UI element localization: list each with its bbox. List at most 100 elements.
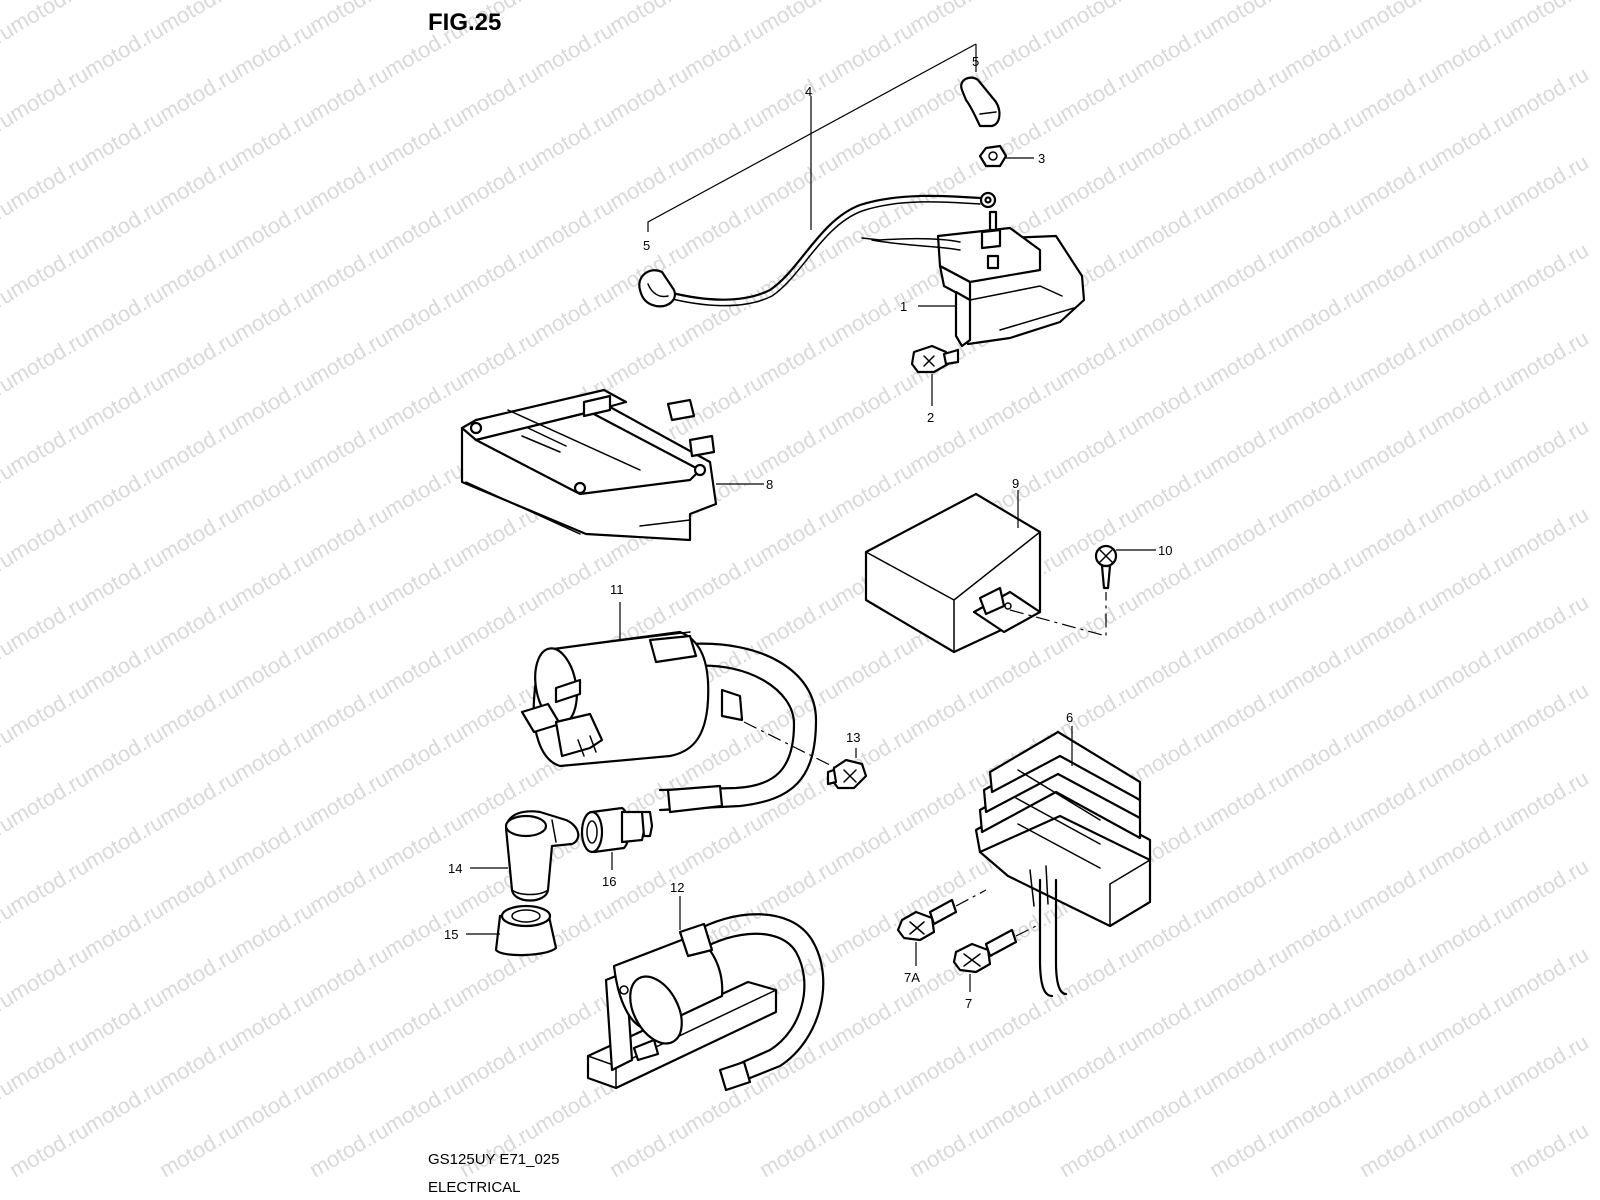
watermark-text: motod.ru <box>5 765 93 830</box>
watermark-text: motod.ru <box>1055 325 1143 390</box>
watermark-text: motod.ru <box>380 369 468 434</box>
watermark-text: motod.ru <box>1055 941 1143 1006</box>
watermark-text: motod.ru <box>230 721 318 786</box>
watermark-text: motod.ru <box>980 633 1068 698</box>
screw-icon[interactable]: 10 <box>1094 543 1172 590</box>
screw-icon[interactable]: 2 <box>910 344 960 425</box>
watermark-text: motod.ru <box>230 17 318 82</box>
watermark-text: motod.ru <box>155 149 243 214</box>
model-code: GS125UY E71_025 <box>428 1151 560 1168</box>
watermark-text: motod.ru <box>1280 985 1368 1050</box>
plug-cap-seal-icon[interactable]: 16 <box>580 806 654 889</box>
watermark-text: motod.ru <box>80 545 168 610</box>
callout-5-top: 5 <box>972 54 979 69</box>
watermark-text: motod.ru <box>830 369 918 434</box>
watermark-text: motod.ru <box>1355 853 1443 918</box>
watermark-text: motod.ru <box>380 105 468 170</box>
watermark-text: motod.ru <box>5 413 93 478</box>
plug-cap-cover-icon[interactable]: 15 <box>444 904 558 957</box>
watermark-text: motod.ru <box>530 193 618 258</box>
watermark-text: motod.ru <box>455 237 543 302</box>
callout-7a: 7A <box>904 970 920 985</box>
watermark-text: motod.ru <box>1430 721 1518 786</box>
watermark-text: motod.ru <box>1280 457 1368 522</box>
watermark-text: motod.ru <box>80 897 168 962</box>
watermark-text: motod.ru <box>5 853 93 918</box>
control-unit-icon[interactable]: 9 <box>864 476 1107 654</box>
watermark-text: motod.ru <box>680 369 768 434</box>
watermark-text: motod.ru <box>1355 1029 1443 1094</box>
watermark-text: motod.ru <box>755 413 843 478</box>
ignition-coil-icon[interactable]: 11 <box>520 582 818 814</box>
watermark-text: motod.ru <box>1055 413 1143 478</box>
watermark-text: motod.ru <box>830 457 918 522</box>
watermark-text: motod.ru <box>1430 545 1518 610</box>
watermark-text: motod.ru <box>755 0 843 38</box>
watermark-text: motod.ru <box>1505 237 1593 302</box>
callout-7: 7 <box>965 996 972 1011</box>
watermark-text: motod.ru <box>830 985 918 1050</box>
callout-14: 14 <box>448 861 462 876</box>
callout-4: 4 <box>805 84 812 99</box>
watermark-text: motod.ru <box>1505 0 1593 38</box>
watermark-text: motod.ru <box>830 1073 918 1138</box>
watermark-text: motod.ru <box>380 193 468 258</box>
watermark-text: motod.ru <box>1430 897 1518 962</box>
section-name: ELECTRICAL <box>428 1179 521 1196</box>
watermark-text: motod.ru <box>155 61 243 126</box>
watermark-text: motod.ru <box>1280 545 1368 610</box>
watermark-text: motod.ru <box>680 809 768 874</box>
watermark-text: motod.ru <box>1430 281 1518 346</box>
screw-icon[interactable]: 13 <box>743 721 868 790</box>
watermark-text: motod.ru <box>305 589 393 654</box>
callout-13: 13 <box>846 730 860 745</box>
watermark-text: motod.ru <box>455 61 543 126</box>
watermark-text: motod.ru <box>1130 457 1218 522</box>
watermark-text: motod.ru <box>230 457 318 522</box>
watermark-text: motod.ru <box>1205 853 1293 918</box>
watermark-text: motod.ru <box>1130 281 1218 346</box>
watermark-text: motod.ru <box>980 1073 1068 1138</box>
plug-cap-assembly[interactable]: 16 14 15 <box>444 806 654 957</box>
watermark-text: motod.ru <box>1355 413 1443 478</box>
watermark-text: motod.ru <box>1430 193 1518 258</box>
watermark-text: motod.ru <box>1505 325 1593 390</box>
watermark-text: motod.ru <box>755 501 843 566</box>
bolt-icon[interactable]: 7A <box>896 889 987 985</box>
watermark-text: motod.ru <box>905 413 993 478</box>
watermark-text: motod.ru <box>455 1029 543 1094</box>
terminal-cap-icon[interactable] <box>638 269 676 308</box>
watermark-text: motod.ru <box>1055 149 1143 214</box>
watermark-text: motod.ru <box>230 193 318 258</box>
starter-relay-icon[interactable]: 1 <box>861 210 1086 348</box>
watermark-text: motod.ru <box>1205 941 1293 1006</box>
watermark-text: motod.ru <box>80 369 168 434</box>
terminal-cap-icon[interactable] <box>960 76 1001 128</box>
plug-cap-icon[interactable]: 14 <box>448 810 580 902</box>
cdi-unit-icon[interactable]: 8 <box>460 388 773 542</box>
watermark-text: motod.ru <box>530 545 618 610</box>
bolt-icon[interactable]: 7 <box>952 923 1041 1011</box>
watermark-text: motod.ru <box>755 853 843 918</box>
regulator-rectifier-icon[interactable]: 6 <box>974 710 1152 998</box>
watermark-text: motod.ru <box>5 0 93 38</box>
watermark-text: motod.ru <box>1280 897 1368 962</box>
nut-icon[interactable]: 3 <box>978 144 1045 168</box>
watermark-text: motod.ru <box>155 677 243 742</box>
watermark-text: motod.ru <box>1205 501 1293 566</box>
watermark-text: motod.ru <box>1505 941 1593 1006</box>
watermark-text: motod.ru <box>1280 193 1368 258</box>
callout-6: 6 <box>1066 710 1073 725</box>
watermark-text: motod.ru <box>1355 765 1443 830</box>
watermark-text: motod.ru <box>305 61 393 126</box>
watermark-text: motod.ru <box>680 281 768 346</box>
watermark-text: motod.ru <box>1430 17 1518 82</box>
ignition-coil-icon[interactable]: 12 <box>586 880 825 1092</box>
watermark-text: motod.ru <box>1355 61 1443 126</box>
figure-title: FIG.25 <box>428 9 501 36</box>
lead-wire-assembly[interactable]: 4 5 5 <box>638 43 1001 308</box>
watermark-text: motod.ru <box>380 633 468 698</box>
watermark-text: motod.ru <box>1355 325 1443 390</box>
